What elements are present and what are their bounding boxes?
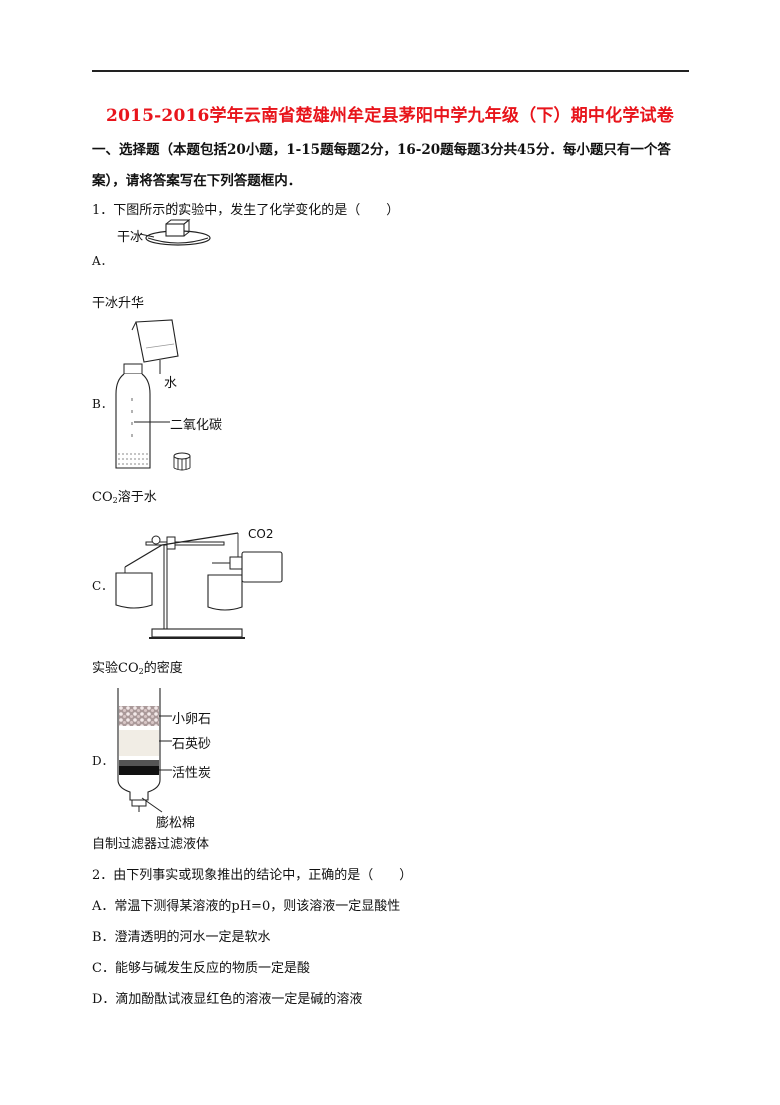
q1-option-c-letter: C．	[92, 579, 114, 593]
q1-option-b-caption: CO2溶于水	[92, 490, 157, 505]
header-rule	[92, 70, 689, 72]
q1-d-layer-cotton: 膨松棉	[156, 816, 196, 831]
q2-option-a: A．常温下测得某溶液的pH=0，则该溶液一定显酸性	[92, 899, 401, 914]
co2-bottle-figure	[115, 319, 191, 471]
q1-option-b-letter: B．	[92, 397, 113, 411]
q1-d-layer-pebbles: 小卵石	[172, 712, 212, 727]
exam-title: 2015-2016学年云南省楚雄州牟定县茅阳中学九年级（下）期中化学试卷	[106, 106, 674, 126]
q1-option-a-letter: A．	[92, 254, 113, 268]
section-instructions-line2: 案），请将答案写在下列答题框内．	[92, 173, 302, 189]
section-instructions-line1: 一、选择题（本题包括20小题，1-15题每题2分，16-20题每题3分共45分．…	[92, 142, 671, 158]
homemade-filter-figure	[117, 688, 172, 813]
q1-d-layer-activated-carbon: 活性炭	[172, 766, 212, 781]
q2-option-d: D．滴加酚酞试液显红色的溶液一定是碱的溶液	[92, 992, 363, 1007]
q2-option-c: C．能够与碱发生反应的物质一定是酸	[92, 961, 310, 976]
q1-b-water-label: 水	[164, 376, 178, 391]
question-1-stem: 1．下图所示的实验中，发生了化学变化的是（ ）	[92, 203, 400, 218]
question-2-stem: 2．由下列事实或现象推出的结论中，正确的是（ ）	[92, 868, 413, 883]
q1-option-d-caption: 自制过滤器过滤液体	[92, 837, 210, 852]
q2-option-b: B．澄清透明的河水一定是软水	[92, 930, 271, 945]
q1-d-layer-quartz-sand: 石英砂	[172, 737, 212, 752]
q1-option-c-caption: 实验CO2的密度	[92, 661, 183, 676]
q1-option-a-caption: 干冰升华	[92, 296, 145, 311]
dry-ice-sublimation-figure	[139, 201, 211, 246]
q1-b-gas-label: 二氧化碳	[170, 418, 223, 433]
q1-a-label: 干冰	[117, 230, 144, 245]
q1-option-d-letter: D．	[92, 754, 114, 768]
q1-c-co2-label: CO2	[248, 527, 274, 541]
co2-density-balance-figure	[115, 532, 283, 639]
